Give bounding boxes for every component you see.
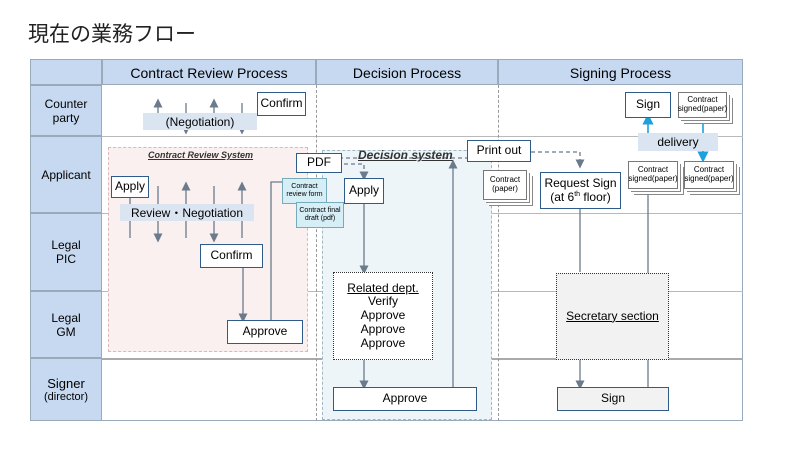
contract-signed-counterparty-doc: Contract signed(paper) [678, 92, 727, 118]
approve-gm-box: Approve [227, 320, 303, 344]
column-header-signing: Signing Process [498, 59, 743, 85]
page-title: 現在の業務フロー [28, 22, 196, 46]
contract-review-form-doc: Contract review form [282, 178, 327, 204]
apply-review-box: Apply [111, 176, 149, 198]
contract-final-draft-doc: Contract final draft (pdf) [296, 202, 344, 228]
review-negotiation-band: Review・Negotiation [120, 204, 254, 221]
sign-counterparty-box: Sign [625, 92, 671, 118]
row-header-legal-pic: Legal PIC [30, 213, 102, 291]
apply-decision-box: Apply [344, 178, 384, 204]
contract-paper-doc: Contract (paper) [483, 170, 527, 200]
request-sign-floor: (at 6th floor) [550, 189, 611, 204]
delivery-band: delivery [638, 133, 718, 151]
print-out-box: Print out [467, 140, 531, 162]
row-header-counterparty: Counter party [30, 85, 102, 136]
approve-signer-box: Approve [333, 387, 477, 411]
contract-signed-applicant-doc-1: Contract signed(paper) [628, 161, 678, 189]
negotiation-band: (Negotiation) [143, 113, 257, 130]
column-header-decision: Decision Process [316, 59, 498, 85]
confirm-pic-box: Confirm [200, 244, 263, 268]
row-divider [102, 136, 743, 137]
column-header-contract-review: Contract Review Process [102, 59, 316, 85]
contract-signed-applicant-doc-2: Contract signed(paper) [684, 161, 734, 189]
row-header-applicant: Applicant [30, 136, 102, 213]
secretary-section-box: Secretary section [556, 273, 669, 360]
header-corner [30, 59, 102, 85]
column-divider [316, 85, 317, 421]
sign-signer-box: Sign [557, 387, 669, 411]
contract-review-system-label: Contract Review System [148, 150, 254, 160]
pdf-box: PDF [296, 153, 342, 173]
column-divider [498, 85, 499, 421]
request-sign-box: Request Sign (at 6th floor) [540, 172, 621, 209]
row-header-legal-gm: Legal GM [30, 291, 102, 358]
row-header-signer: Signer (director) [30, 358, 102, 421]
related-dept-box: Related dept. Verify Approve Approve App… [333, 272, 433, 360]
decision-system-label: Decision system [358, 148, 453, 162]
confirm-counterparty-box: Confirm [257, 92, 306, 116]
